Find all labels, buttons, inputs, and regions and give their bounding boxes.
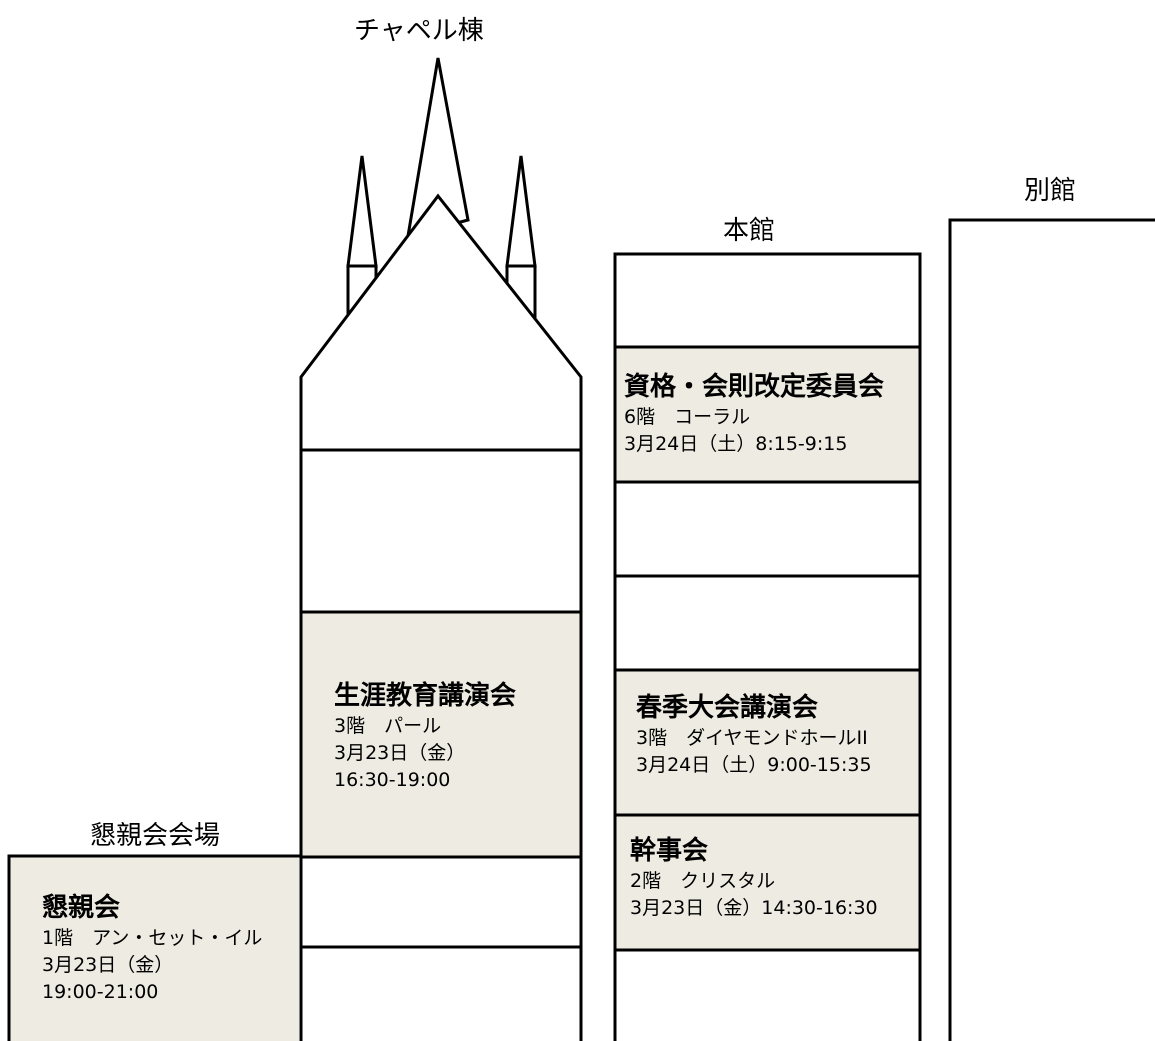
chapel-roof	[299, 193, 583, 452]
event-title: 生涯教育講演会	[334, 681, 517, 711]
event-title: 懇親会	[42, 893, 121, 923]
board-event: 幹事会 2階 クリスタル 3月23日（金）14:30-16:30	[630, 834, 878, 922]
event-floor: 1階 アン・セット・イル	[42, 927, 263, 949]
committee-floor-fill	[615, 347, 920, 482]
chapel-left-spire	[346, 155, 378, 268]
board-floor-fill	[615, 815, 920, 950]
event-floor: 3階 ダイヤモンドホールII	[636, 727, 868, 749]
event-floor: 3階 パール	[334, 715, 442, 737]
event-datetime: 3月24日（土）9:00-15:35	[636, 754, 872, 776]
event-date: 3月23日（金）	[42, 954, 174, 976]
lifelong-floor-fill	[301, 612, 581, 857]
event-time: 16:30-19:00	[334, 769, 451, 791]
event-title: 資格・会則改定委員会	[624, 372, 885, 402]
event-title: 幹事会	[630, 836, 709, 866]
party-event: 懇親会 1階 アン・セット・イル 3月23日（金） 19:00-21:00	[42, 891, 262, 1006]
party-hall-outline	[7, 854, 301, 1041]
chapel-building-label: チャペル棟	[354, 16, 484, 46]
event-floor: 2階 クリスタル	[630, 870, 776, 892]
event-title: 春季大会講演会	[636, 693, 819, 723]
event-datetime: 3月23日（金）14:30-16:30	[630, 897, 878, 919]
event-time: 19:00-21:00	[42, 981, 159, 1003]
party-floor-fill	[8, 856, 299, 1041]
party-venue-label: 懇親会会場	[90, 821, 221, 851]
event-date: 3月23日（金）	[334, 742, 466, 764]
chapel-right-spire	[505, 155, 537, 268]
event-floor: 6階 コーラル	[624, 406, 751, 428]
main-building-outline	[613, 252, 922, 1041]
committee-event: 資格・会則改定委員会 6階 コーラル 3月24日（土）8:15-9:15	[624, 370, 884, 458]
spring-event: 春季大会講演会 3階 ダイヤモンドホールII 3月24日（土）9:00-15:3…	[636, 691, 872, 779]
spring-floor-fill	[615, 670, 920, 815]
event-datetime: 3月24日（土）8:15-9:15	[624, 433, 848, 455]
main-building-label: 本館	[723, 216, 776, 246]
lifelong-event: 生涯教育講演会 3階 パール 3月23日（金） 16:30-19:00	[334, 679, 516, 794]
annex-building-label: 別館	[1024, 176, 1077, 206]
annex-outline	[948, 218, 1155, 1041]
